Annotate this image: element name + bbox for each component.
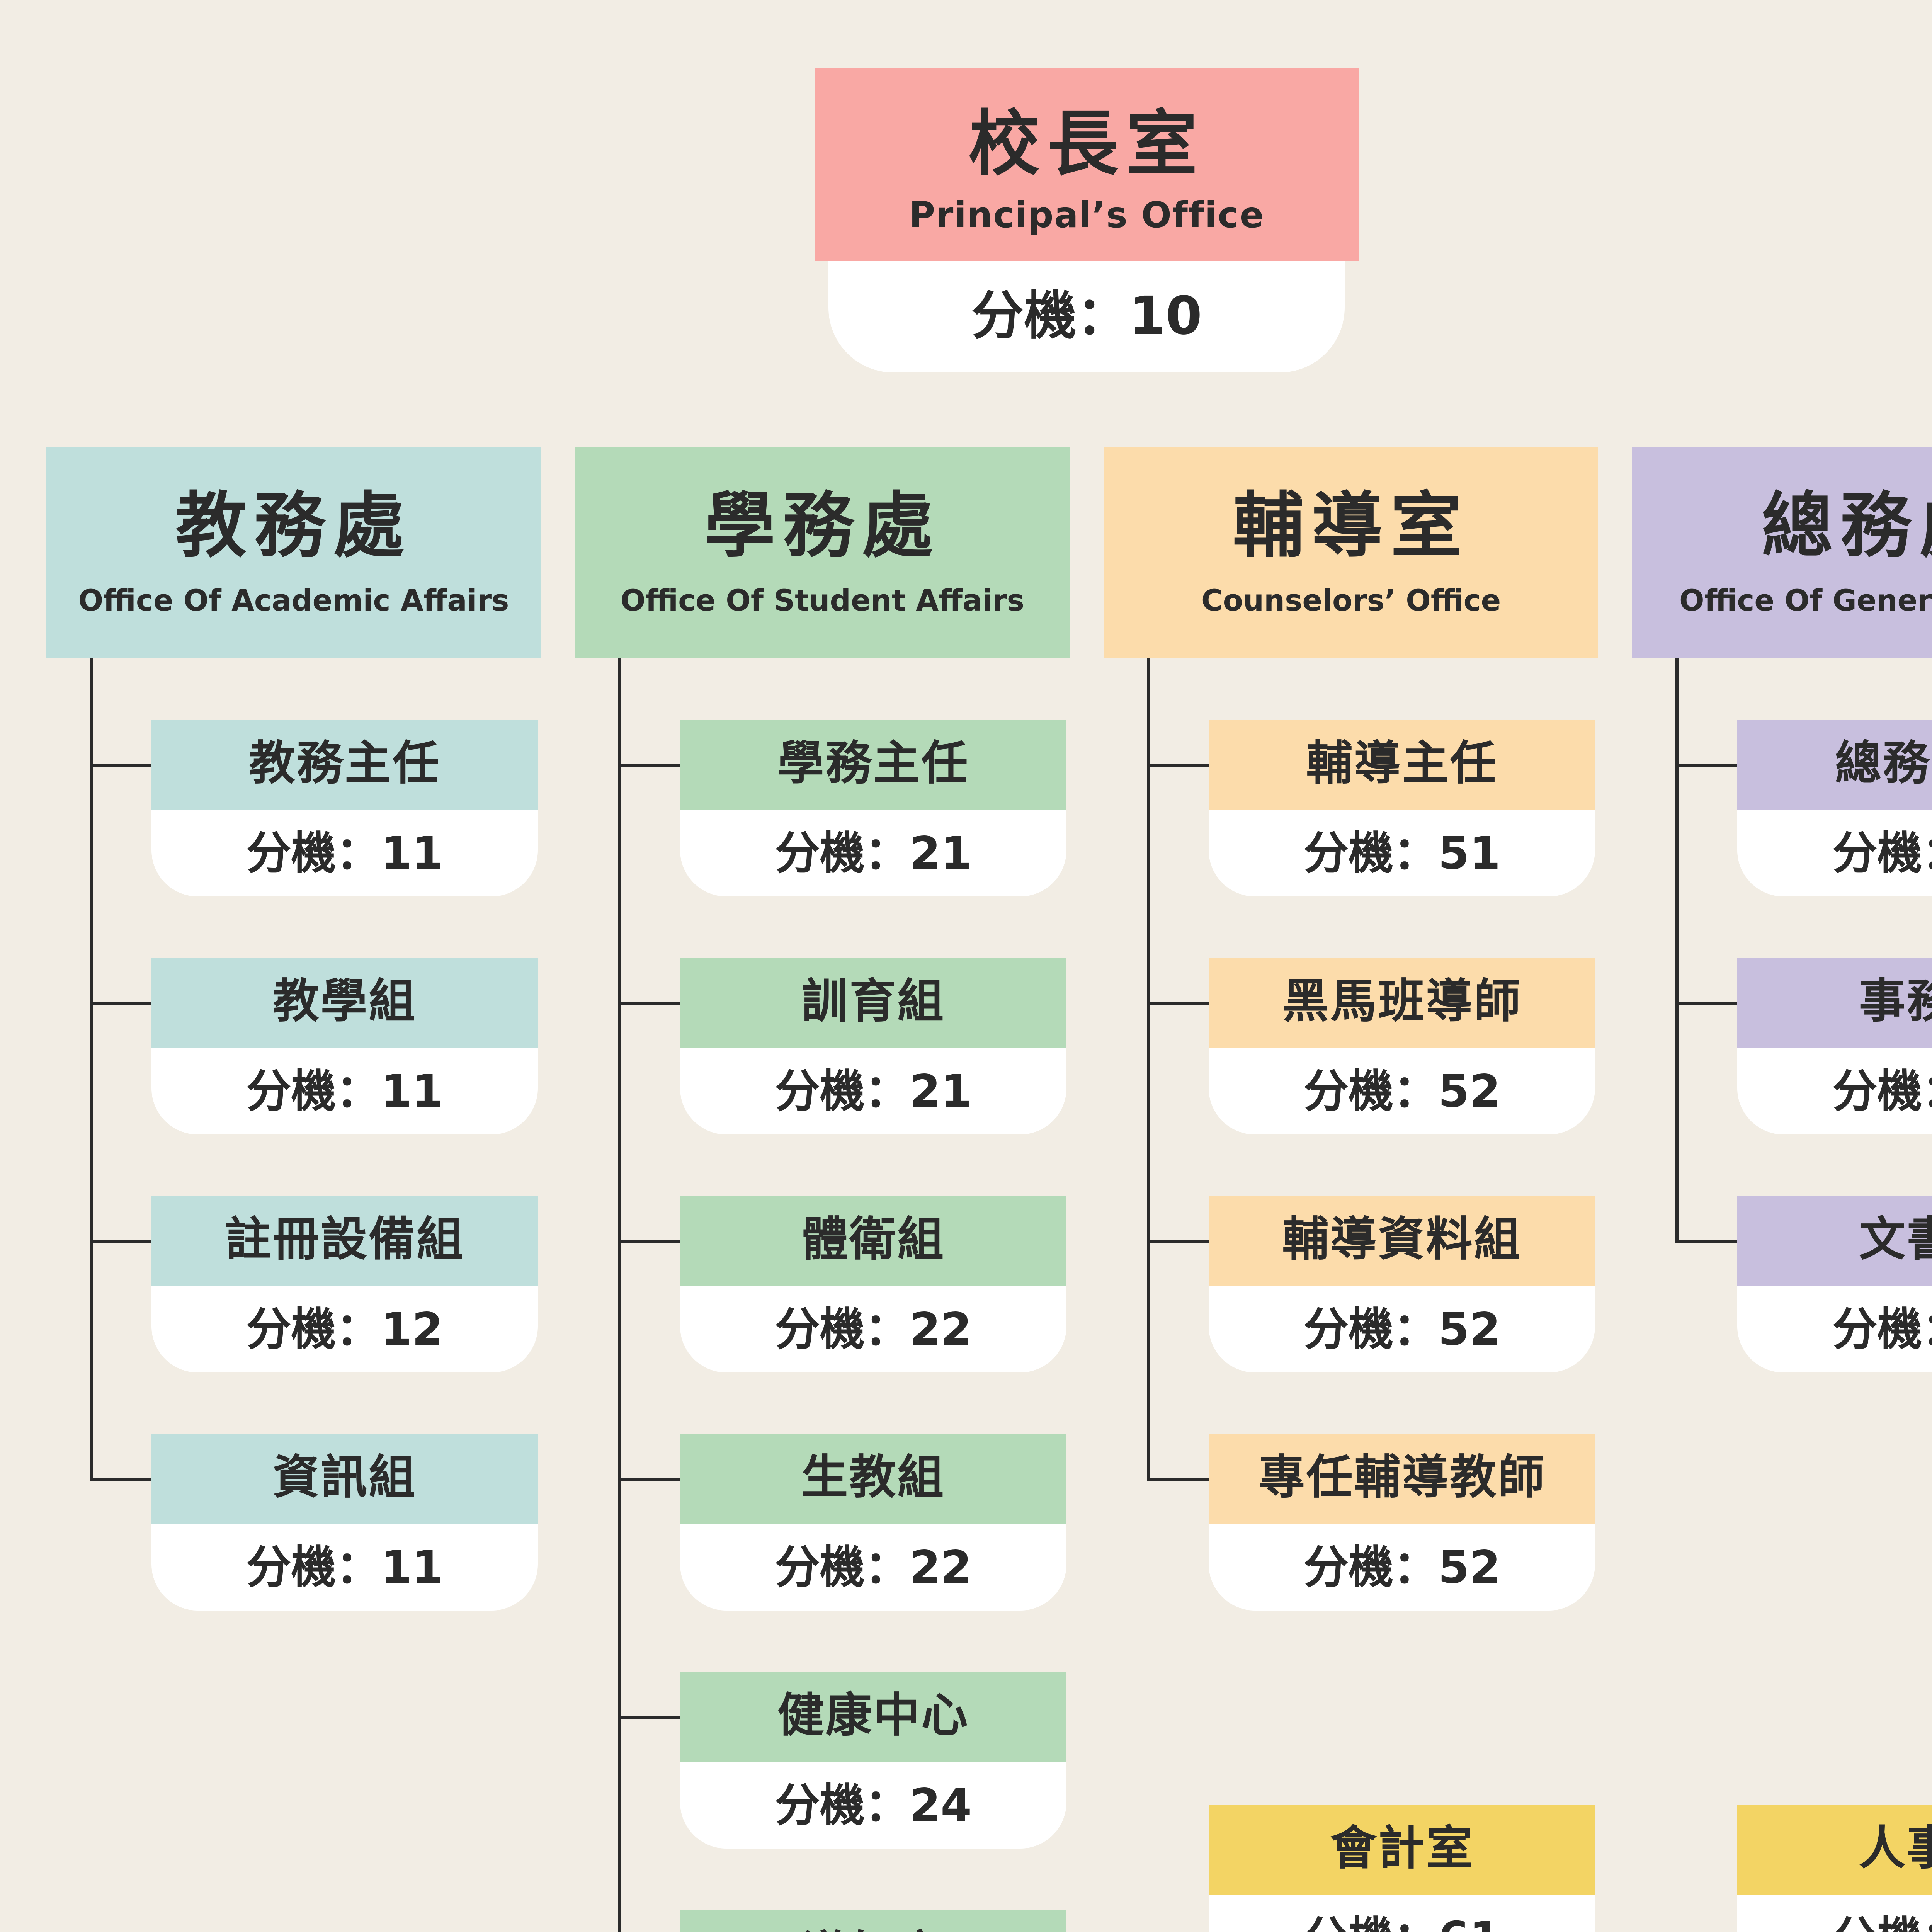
principal-title: 校長室	[968, 102, 1205, 185]
unit-node: 事務組 分機：32	[1737, 959, 1932, 1135]
department-subtitle: Office Of Academic Affairs	[78, 585, 509, 619]
tree-branch: 事務組 分機：32	[1675, 897, 1932, 1135]
tree-branch: 訓育組 分機：21	[618, 897, 1070, 1135]
department-title: 總務處	[1761, 484, 1932, 568]
unit-title: 註冊設備組	[151, 1197, 538, 1287]
unit-node: 訓育組 分機：21	[680, 959, 1067, 1135]
unit-extension: 分機：24	[680, 1762, 1067, 1849]
department-title: 輔導室	[1233, 484, 1469, 568]
unit-node: 生教組 分機：22	[680, 1435, 1067, 1611]
unit-node: 註冊設備組 分機：12	[151, 1197, 538, 1373]
unit-title: 人事室	[1737, 1806, 1932, 1896]
unit-extension: 分機：12	[151, 1286, 538, 1373]
tree-branch: 輔導主任 分機：51	[1147, 659, 1599, 897]
unit-title: 黑馬班導師	[1209, 959, 1595, 1049]
unit-title: 總務主任	[1737, 721, 1932, 811]
unit-node: 導師室 分機：25、26	[680, 1911, 1067, 1932]
tree-branch: 教學組 分機：11	[90, 897, 541, 1135]
department-column-academic: 教務處 Office Of Academic Affairs 教務主任 分機：1…	[46, 447, 541, 1932]
unit-node: 體衛組 分機：22	[680, 1197, 1067, 1373]
unit-node: 黑馬班導師 分機：52	[1209, 959, 1595, 1135]
unit-node: 資訊組 分機：11	[151, 1435, 538, 1611]
unit-extension: 分機：11	[151, 1524, 538, 1611]
department-header-counselors: 輔導室 Counselors’ Office	[1104, 447, 1599, 659]
principal-office-header: 校長室 Principal’s Office	[815, 68, 1359, 262]
unit-extension: 分機：22	[680, 1524, 1067, 1611]
unit-node: 教學組 分機：11	[151, 959, 538, 1135]
department-header-academic: 教務處 Office Of Academic Affairs	[46, 447, 541, 659]
department-subtitle: Counselors’ Office	[1201, 585, 1501, 619]
tree-branch: 學務主任 分機：21	[618, 659, 1070, 897]
department-header-student: 學務處 Office Of Student Affairs	[575, 447, 1070, 659]
unit-extension: 分機：21	[680, 810, 1067, 897]
unit-title: 教務主任	[151, 721, 538, 811]
unit-node: 輔導主任 分機：51	[1209, 721, 1595, 897]
unit-node: 輔導資料組 分機：52	[1209, 1197, 1595, 1373]
unit-extension: 分機：11	[151, 1048, 538, 1135]
unit-extension: 分機：22	[680, 1286, 1067, 1373]
department-title: 教務處	[175, 484, 412, 568]
principal-subtitle: Principal’s Office	[909, 196, 1265, 237]
unit-extension: 分機：52	[1209, 1524, 1595, 1611]
department-children: 學務主任 分機：21 訓育組 分機：21 體衛組 分機：22	[618, 659, 1070, 1932]
department-column-counselors: 輔導室 Counselors’ Office 輔導主任 分機：51 黑馬班導師 …	[1104, 447, 1599, 1932]
department-children: 教務主任 分機：11 教學組 分機：11 註冊設備組 分機：12	[90, 659, 541, 1611]
unit-title: 體衛組	[680, 1197, 1067, 1287]
unit-extension: 分機：61	[1209, 1895, 1595, 1932]
unit-node: 文書組 分機：33	[1737, 1197, 1932, 1373]
unit-title: 專任輔導教師	[1209, 1435, 1595, 1525]
tree-branch: 註冊設備組 分機：12	[90, 1135, 541, 1373]
unit-title: 會計室	[1209, 1806, 1595, 1896]
unit-title: 生教組	[680, 1435, 1067, 1525]
unit-node: 總務主任 分機：31	[1737, 721, 1932, 897]
unit-title: 健康中心	[680, 1673, 1067, 1763]
tree-branch: 體衛組 分機：22	[618, 1135, 1070, 1373]
unit-extension: 分機：62	[1737, 1895, 1932, 1932]
unit-node: 教務主任 分機：11	[151, 721, 538, 897]
tree-branch: 輔導資料組 分機：52	[1147, 1135, 1599, 1373]
unit-extension: 分機：52	[1209, 1048, 1595, 1135]
unit-title: 事務組	[1737, 959, 1932, 1049]
accounting-office-node: 會計室 分機：61	[1209, 1806, 1595, 1932]
department-column-student: 學務處 Office Of Student Affairs 學務主任 分機：21…	[575, 447, 1070, 1932]
tree-branch: 健康中心 分機：24	[618, 1611, 1070, 1849]
unit-extension: 分機：21	[680, 1048, 1067, 1135]
unit-extension: 分機：51	[1209, 810, 1595, 897]
unit-extension: 分機：11	[151, 810, 538, 897]
unit-title: 導師室	[680, 1911, 1067, 1932]
department-header-general: 總務處 Office Of General Affairs	[1632, 447, 1932, 659]
department-subtitle: Office Of Student Affairs	[620, 585, 1024, 619]
department-children: 輔導主任 分機：51 黑馬班導師 分機：52 輔導資料組 分機：52	[1147, 659, 1599, 1611]
principal-extension: 分機：10	[828, 261, 1345, 373]
unit-extension: 分機：52	[1209, 1286, 1595, 1373]
unit-extension: 分機：33	[1737, 1286, 1932, 1373]
unit-title: 輔導主任	[1209, 721, 1595, 811]
unit-extension: 分機：32	[1737, 1048, 1932, 1135]
department-children: 總務主任 分機：31 事務組 分機：32 文書組 分機：33	[1675, 659, 1932, 1373]
unit-node: 學務主任 分機：21	[680, 721, 1067, 897]
department-column-general: 總務處 Office Of General Affairs 總務主任 分機：31…	[1632, 447, 1932, 1932]
principal-office-node: 校長室 Principal’s Office 分機：10	[815, 68, 1359, 373]
tree-branch: 資訊組 分機：11	[90, 1373, 541, 1611]
tree-branch: 生教組 分機：22	[618, 1373, 1070, 1611]
department-title: 學務處	[704, 484, 941, 568]
tree-branch: 導師室 分機：25、26	[618, 1849, 1070, 1932]
unit-title: 資訊組	[151, 1435, 538, 1525]
unit-title: 輔導資料組	[1209, 1197, 1595, 1287]
unit-title: 學務主任	[680, 721, 1067, 811]
unit-node: 專任輔導教師 分機：52	[1209, 1435, 1595, 1611]
unit-node: 健康中心 分機：24	[680, 1673, 1067, 1849]
tree-branch: 總務主任 分機：31	[1675, 659, 1932, 897]
tree-branch: 專任輔導教師 分機：52	[1147, 1373, 1599, 1611]
department-subtitle: Office Of General Affairs	[1679, 585, 1932, 619]
unit-title: 教學組	[151, 959, 538, 1049]
unit-extension: 分機：31	[1737, 810, 1932, 897]
tree-branch: 黑馬班導師 分機：52	[1147, 897, 1599, 1135]
tree-branch: 教務主任 分機：11	[90, 659, 541, 897]
department-columns: 教務處 Office Of Academic Affairs 教務主任 分機：1…	[0, 447, 1932, 1932]
tree-branch: 文書組 分機：33	[1675, 1135, 1932, 1373]
unit-title: 訓育組	[680, 959, 1067, 1049]
personnel-office-node: 人事室 分機：62	[1737, 1806, 1932, 1932]
unit-title: 文書組	[1737, 1197, 1932, 1287]
